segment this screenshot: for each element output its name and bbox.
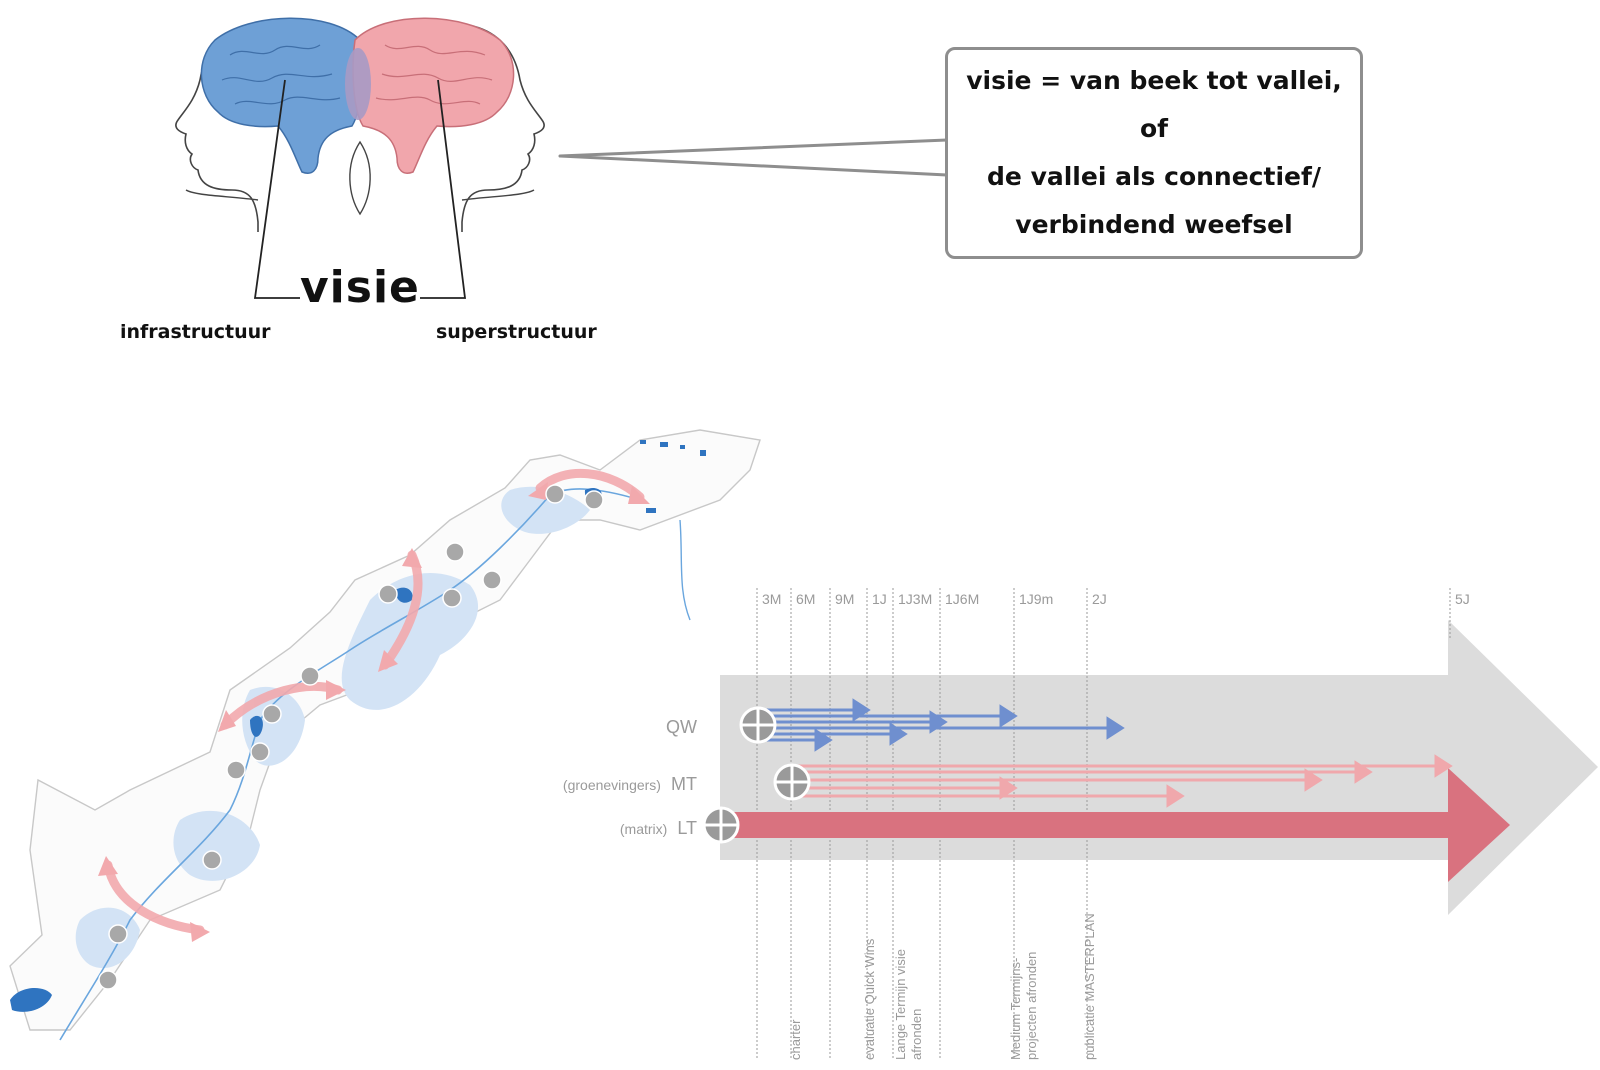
left-brain: [200, 17, 363, 174]
tick-label: 3M: [762, 591, 781, 607]
row-name-mt: MT: [671, 774, 697, 794]
map-node: [482, 570, 502, 590]
arrow-heads: [98, 482, 650, 942]
row-prefix-mt: (groenevingers): [563, 777, 661, 793]
callout-box: visie = van beek tot vallei, of de valle…: [945, 47, 1363, 259]
valley-area-2: [341, 573, 479, 710]
arrow-1: [535, 468, 645, 502]
brain-diagram: [175, 17, 545, 299]
tick-label: 5J: [1455, 591, 1470, 607]
water-body-1: [10, 988, 52, 1012]
label-infrastructuur: infrastructuur: [120, 321, 271, 343]
row-label-qw: QW: [666, 717, 697, 737]
valley-area-5: [75, 907, 140, 969]
tick-label: 1J6M: [945, 591, 979, 607]
map-outline: [9, 429, 761, 1031]
tick-label: 6M: [796, 591, 815, 607]
brain-folds: [221, 44, 493, 105]
valley-map: [9, 429, 761, 1041]
map-node: [250, 742, 270, 762]
map-node: [442, 588, 462, 608]
milestone-label: Lange Termijn visieafronden: [893, 949, 924, 1060]
milestone-label: evaluatie Quick Wins: [862, 938, 877, 1060]
pointer-line-right: [420, 79, 467, 299]
row-label-mt: (groenevingers) MT: [563, 774, 697, 794]
mt-start-marker: [773, 763, 811, 801]
milestone-labels: charter evaluatie Quick Wins Lange Termijn…: [788, 913, 1097, 1060]
map-node: [262, 704, 282, 724]
arrow-4: [103, 860, 205, 935]
map-node: [545, 484, 565, 504]
valley-area-1: [501, 486, 590, 534]
brain-overlap: [345, 48, 371, 120]
lt-bar-head: [1448, 768, 1510, 882]
right-brain: [352, 17, 515, 174]
tick-label: 1J3M: [898, 591, 932, 607]
water-body-2: [395, 587, 413, 603]
timeline: 3M 6M 9M 1J 1J3M 1J6M 1J9m 2J 5J: [563, 588, 1598, 1060]
map-node: [445, 542, 465, 562]
water-body-3: [250, 715, 263, 737]
milestone-label: publicatie MASTERPLAN: [1082, 913, 1097, 1060]
lt-bar: [720, 812, 1450, 838]
tick-label: 1J9m: [1019, 591, 1053, 607]
map-node: [378, 584, 398, 604]
tick-label: 1J: [872, 591, 887, 607]
label-superstructuur: superstructuur: [436, 321, 597, 343]
pointer-line-left: [253, 79, 300, 299]
qw-start-marker: [739, 706, 777, 744]
milestone-label: Medium Termijns-projecten afronden: [1008, 952, 1039, 1060]
center-label-visie: visie: [300, 262, 420, 313]
map-node: [584, 490, 604, 510]
valley-area-4: [173, 810, 260, 881]
left-neck-line: [185, 189, 259, 201]
map-node: [108, 924, 128, 944]
center-leaf-shape: [349, 140, 371, 216]
map-node: [98, 970, 118, 990]
row-name-lt: LT: [677, 818, 697, 838]
map-node: [300, 666, 320, 686]
row-label-lt: (matrix) LT: [620, 818, 697, 838]
row-prefix-lt: (matrix): [620, 821, 667, 837]
tick-label: 2J: [1092, 591, 1107, 607]
map-node: [202, 850, 222, 870]
map-node: [226, 760, 246, 780]
tick-label: 9M: [835, 591, 854, 607]
mt-lines: [792, 754, 1453, 808]
callout-pointer: [558, 138, 949, 177]
stream: [679, 519, 691, 621]
map-nodes: [98, 484, 604, 990]
callout-text: visie = van beek tot vallei, of de valle…: [966, 66, 1342, 239]
lt-start-marker: [702, 806, 740, 844]
right-head-outline: [389, 22, 545, 232]
right-neck-line: [461, 189, 535, 201]
qw-lines: [757, 698, 1125, 752]
river: [59, 488, 641, 1041]
milestone-label: charter: [788, 1019, 803, 1060]
